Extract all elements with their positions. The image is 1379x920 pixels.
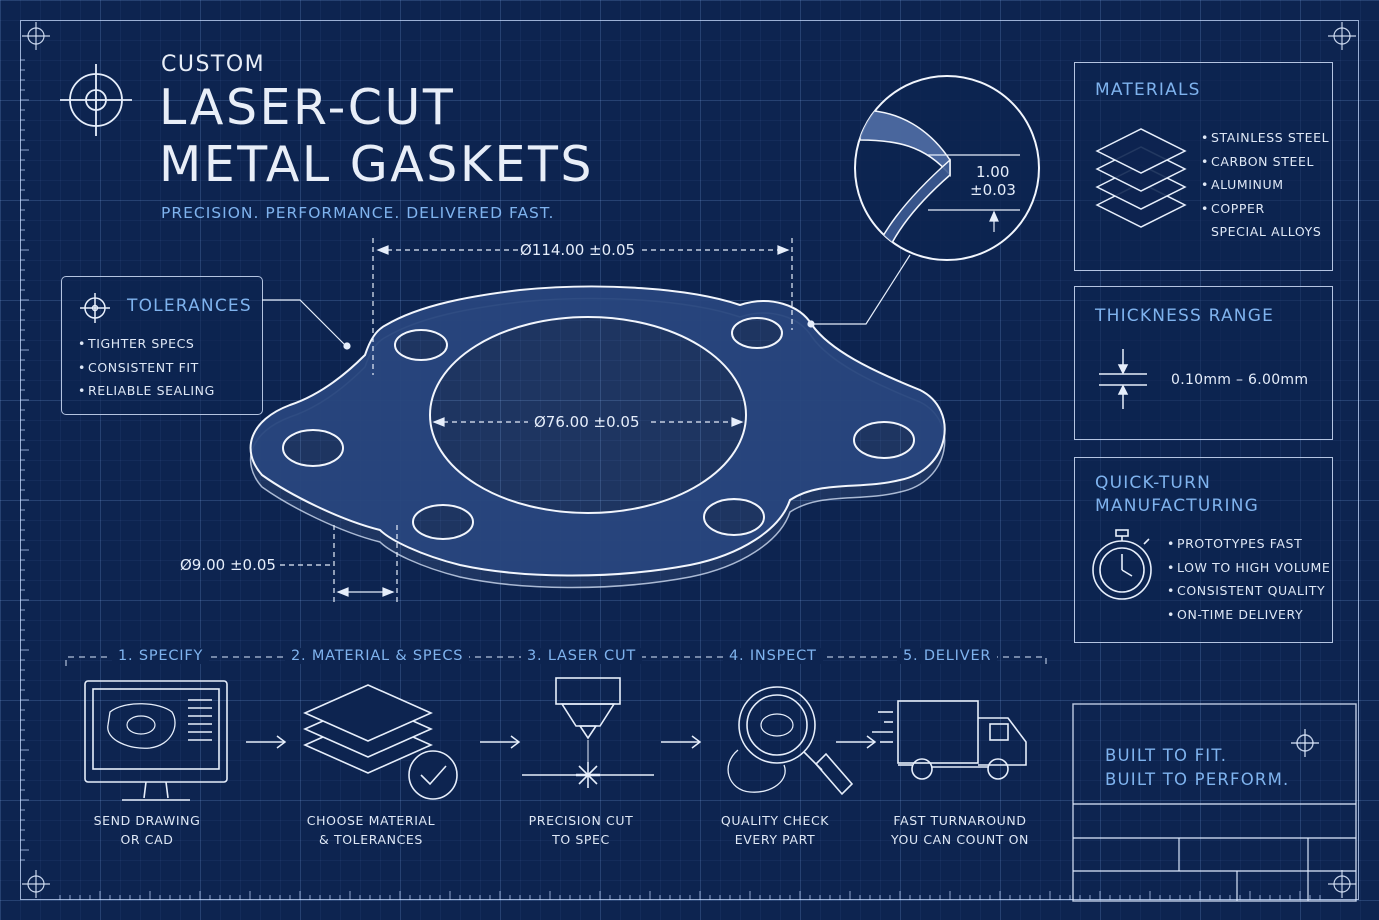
dim-thickness-tol: ±0.03 [970, 181, 1016, 199]
arrow-icon [661, 735, 702, 749]
step-title-4: 4. INSPECT [723, 648, 823, 664]
list-item: SPECIAL ALLOYS [1211, 224, 1322, 239]
tolerances-list: •TIGHTER SPECS •CONSISTENT FIT •RELIABLE… [78, 332, 215, 403]
materials-title: MATERIALS [1095, 80, 1201, 100]
title-line2: METAL GASKETS [159, 136, 594, 193]
list-item: •CONSISTENT QUALITY [1167, 583, 1326, 598]
thickness-panel: THICKNESS RANGE 0.10mm – 6.00mm [1074, 286, 1333, 440]
list-item: •LOW TO HIGH VOLUME [1167, 559, 1331, 575]
truck-icon [872, 700, 1027, 780]
thickness-title: THICKNESS RANGE [1095, 306, 1275, 326]
arrow-icon [246, 735, 287, 749]
list-item: •PROTOTYPES FAST [1167, 536, 1303, 551]
dim-outer-diameter: Ø114.00 ±0.05 [520, 241, 636, 259]
title-kicker: CUSTOM [161, 52, 266, 77]
magnifier-icon [727, 686, 854, 796]
materials-panel: MATERIALS •STAINLESS STEEL •CARBON STEEL… [1074, 62, 1333, 271]
title-block-lines [1072, 703, 1357, 902]
materials-list: •STAINLESS STEEL •CARBON STEEL •ALUMINUM… [1201, 126, 1329, 244]
quickturn-title-line1: QUICK-TURN [1095, 473, 1212, 493]
arrow-icon [836, 735, 877, 749]
layers-check-icon [303, 684, 458, 800]
list-item: •ALUMINUM [1201, 177, 1284, 192]
list-item: •STAINLESS STEEL [1201, 130, 1330, 145]
title-block-line1: BUILT TO FIT. [1105, 746, 1228, 765]
title-line1: LASER-CUT [159, 79, 456, 136]
list-item: •CARBON STEEL [1201, 153, 1315, 169]
step-title-2: 2. MATERIAL & SPECS [285, 648, 470, 664]
list-item: •CONSISTENT FIT [78, 359, 199, 375]
arrow-icon [480, 735, 521, 749]
tagline: PRECISION. PERFORMANCE. DELIVERED FAST. [161, 204, 555, 222]
tolerances-panel: TOLERANCES •TIGHTER SPECS •CONSISTENT FI… [61, 276, 263, 415]
list-item: •RELIABLE SEALING [78, 383, 215, 398]
quickturn-panel: QUICK-TURN MANUFACTURING •PROTOTYPES FAS… [1074, 457, 1333, 643]
laser-icon [522, 677, 654, 788]
tolerances-title: TOLERANCES [127, 296, 252, 316]
thickness-range-value: 0.10mm – 6.00mm [1171, 372, 1309, 388]
stopwatch-icon [1092, 529, 1152, 600]
list-item: •ON-TIME DELIVERY [1167, 606, 1304, 622]
step-title-3: 3. LASER CUT [521, 648, 643, 664]
corner-crosshair-tl [22, 22, 50, 50]
crosshair-icon [60, 64, 132, 136]
corner-crosshair-bl [22, 870, 50, 898]
monitor-icon [84, 680, 228, 801]
step-title-5: 5. DELIVER [897, 648, 998, 664]
dim-inner-diameter: Ø76.00 ±0.05 [534, 413, 640, 431]
list-item: •TIGHTER SPECS [78, 336, 195, 351]
corner-crosshair-tr [1328, 22, 1356, 50]
step-title-1: 1. SPECIFY [112, 648, 210, 664]
target-icon [80, 293, 110, 323]
quickturn-title-line2: MANUFACTURING [1095, 496, 1260, 516]
layers-icon [1095, 128, 1187, 228]
title-block-line2: BUILT TO PERFORM. [1105, 770, 1290, 789]
quickturn-list: •PROTOTYPES FAST •LOW TO HIGH VOLUME •CO… [1167, 532, 1330, 626]
list-item: •COPPER [1201, 200, 1265, 216]
step-caption-2: CHOOSE MATERIAL& TOLERANCES [306, 813, 436, 847]
thickness-icon [1099, 349, 1147, 409]
corner-crosshair-br [1328, 870, 1356, 898]
dim-hole-diameter: Ø9.00 ±0.05 [180, 556, 276, 574]
dim-thickness-value: 1.00 [976, 163, 1010, 181]
